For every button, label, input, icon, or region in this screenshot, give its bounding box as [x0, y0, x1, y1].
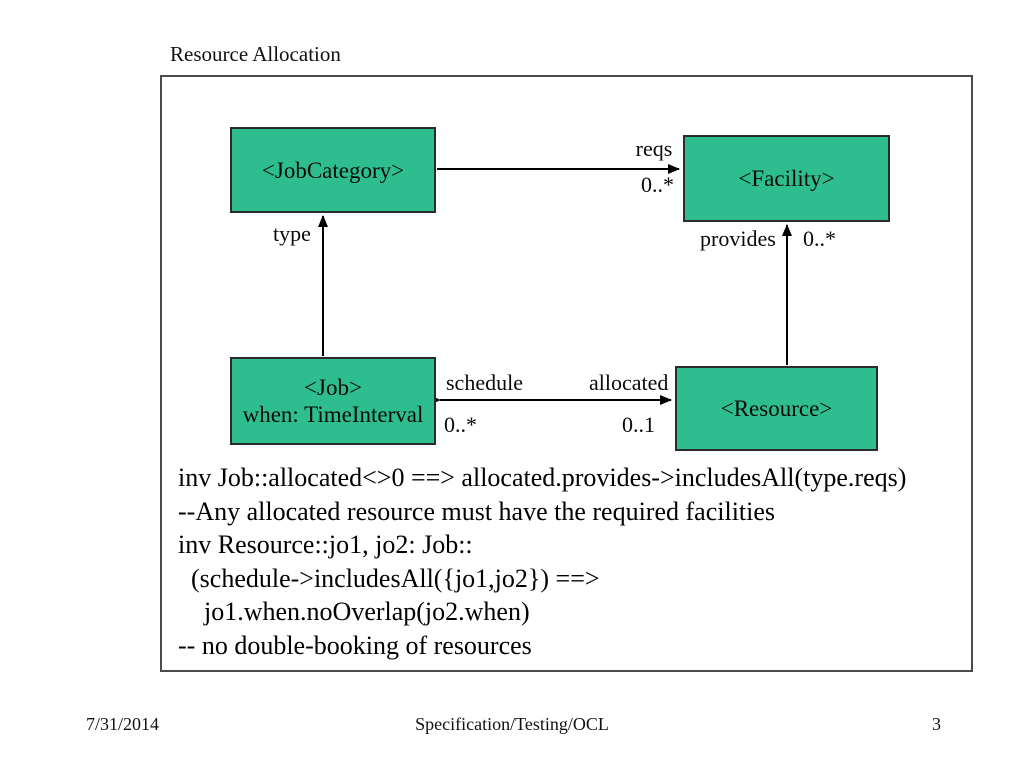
class-name-jobcategory: <JobCategory>	[261, 157, 405, 183]
ocl-line-6: -- no double-booking of resources	[178, 630, 532, 660]
slide-title: Resource Allocation	[170, 42, 341, 66]
diagram-frame	[160, 75, 973, 672]
footer-title: Specification/Testing/OCL	[415, 714, 609, 734]
ocl-line-5: jo1.when.noOverlap(jo2.when)	[178, 597, 530, 626]
footer-date: 7/31/2014	[86, 714, 160, 734]
class-box-job: <Job> when: TimeInterval	[230, 357, 436, 445]
class-box-jobcategory: <JobCategory>	[230, 127, 436, 213]
class-box-resource: <Resource>	[675, 366, 878, 451]
footer-page-number: 3	[932, 714, 941, 734]
role-label-type: type	[273, 221, 311, 246]
class-box-facility: <Facility>	[683, 135, 890, 222]
role-label-reqs: reqs	[635, 136, 673, 161]
class-name-resource: <Resource>	[720, 396, 833, 421]
ocl-line-3: inv Resource::jo1, jo2: Job::	[178, 530, 473, 559]
role-label-allocated: allocated	[589, 370, 669, 395]
ocl-line-4: (schedule->includesAll({jo1,jo2}) ==>	[178, 563, 600, 593]
multiplicity-label-schedule: 0..*	[444, 412, 477, 437]
role-label-schedule: schedule	[446, 370, 523, 395]
multiplicity-label-allocated: 0..1	[622, 412, 655, 437]
role-label-provides: provides	[700, 226, 776, 251]
ocl-line-2: --Any allocated resource must have the r…	[178, 496, 776, 526]
class-name-job: <Job>	[304, 375, 362, 400]
multiplicity-label-reqs: 0..*	[641, 172, 674, 197]
class-attribute-job-when: when: TimeInterval	[242, 402, 424, 427]
ocl-constraints-block: inv Job::allocated<>0 ==> allocated.prov…	[178, 461, 906, 662]
class-name-facility: <Facility>	[738, 166, 835, 191]
ocl-line-1: inv Job::allocated<>0 ==> allocated.prov…	[178, 463, 907, 492]
multiplicity-label-provides: 0..*	[803, 226, 836, 251]
